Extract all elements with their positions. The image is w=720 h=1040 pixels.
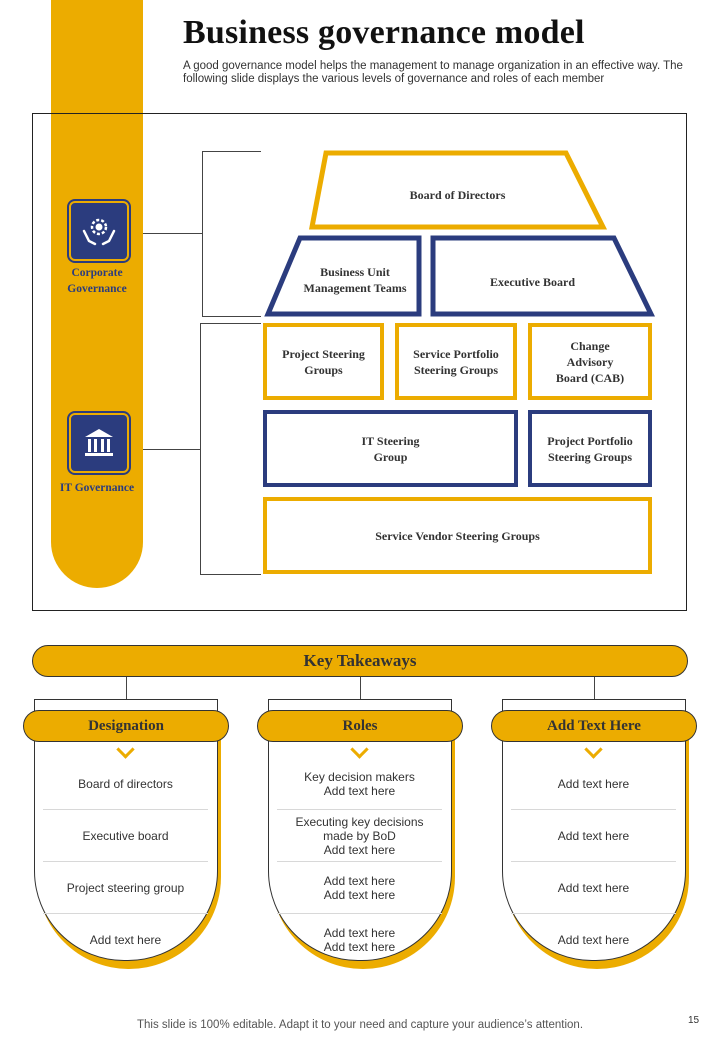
footer-note: This slide is 100% editable. Adapt it to… [136, 1019, 584, 1031]
list-item: Executing key decisions made by BoD Add … [277, 810, 442, 862]
page-subtitle: A good governance model helps the manage… [183, 60, 683, 85]
list-item: Key decision makers Add text here [277, 758, 442, 810]
bracket-line [200, 323, 201, 574]
bank-building-icon [69, 413, 129, 473]
pyramid-shapes [264, 150, 655, 317]
executive-board-label: Executive Board [490, 275, 575, 289]
list-item: Project steering group [43, 862, 208, 914]
connector-line [360, 677, 361, 699]
page-title: Business governance model [183, 14, 585, 51]
list-item: Board of directors [43, 758, 208, 810]
add-text-card [502, 699, 686, 961]
list-item: Add text here [557, 933, 630, 947]
it-steering-box: IT Steering Group [263, 410, 518, 487]
executive-trapezoid [430, 235, 655, 317]
list-item: Executive board [43, 810, 208, 862]
connector-line [594, 677, 595, 699]
service-vendor-box: Service Vendor Steering Groups [263, 497, 652, 574]
bracket-line [202, 151, 261, 152]
connector-line [143, 233, 202, 234]
bracket-line [202, 151, 203, 316]
change-advisory-box: Change Advisory Board (CAB) [528, 323, 652, 400]
board-trapezoid [308, 150, 608, 230]
add-text-heading: Add Text Here [491, 710, 697, 742]
project-portfolio-box: Project Portfolio Steering Groups [528, 410, 652, 487]
list-item: Add text here Add text here [323, 926, 396, 954]
list-item: Add text here [511, 810, 676, 862]
board-of-directors-label: Board of Directors [409, 188, 506, 202]
page-number: 15 [688, 1015, 700, 1026]
designation-heading: Designation [23, 710, 229, 742]
bu-trapezoid [264, 235, 422, 317]
connector-line [143, 449, 200, 450]
gold-side-strip [51, 0, 143, 588]
designation-card [34, 699, 218, 961]
list-item: Add text here Add text here [277, 862, 442, 914]
connector-line [126, 677, 127, 699]
bracket-line [202, 316, 261, 317]
service-portfolio-box: Service Portfolio Steering Groups [395, 323, 517, 400]
list-item: Add text here [89, 933, 162, 947]
bracket-line [200, 574, 261, 575]
bracket-line [200, 323, 261, 324]
project-steering-box: Project Steering Groups [263, 323, 384, 400]
roles-heading: Roles [257, 710, 463, 742]
governance-diagram-frame [32, 113, 687, 611]
bu-management-label: Business Unit Management Teams [303, 265, 407, 295]
roles-card [268, 699, 452, 961]
list-item: Add text here [511, 758, 676, 810]
list-item: Add text here [511, 862, 676, 914]
hands-gear-icon [69, 201, 129, 261]
it-governance-label: IT Governance [59, 482, 135, 494]
corporate-governance-label: Corporate Governance [67, 267, 127, 295]
key-takeaways-bar: Key Takeaways [32, 645, 688, 677]
